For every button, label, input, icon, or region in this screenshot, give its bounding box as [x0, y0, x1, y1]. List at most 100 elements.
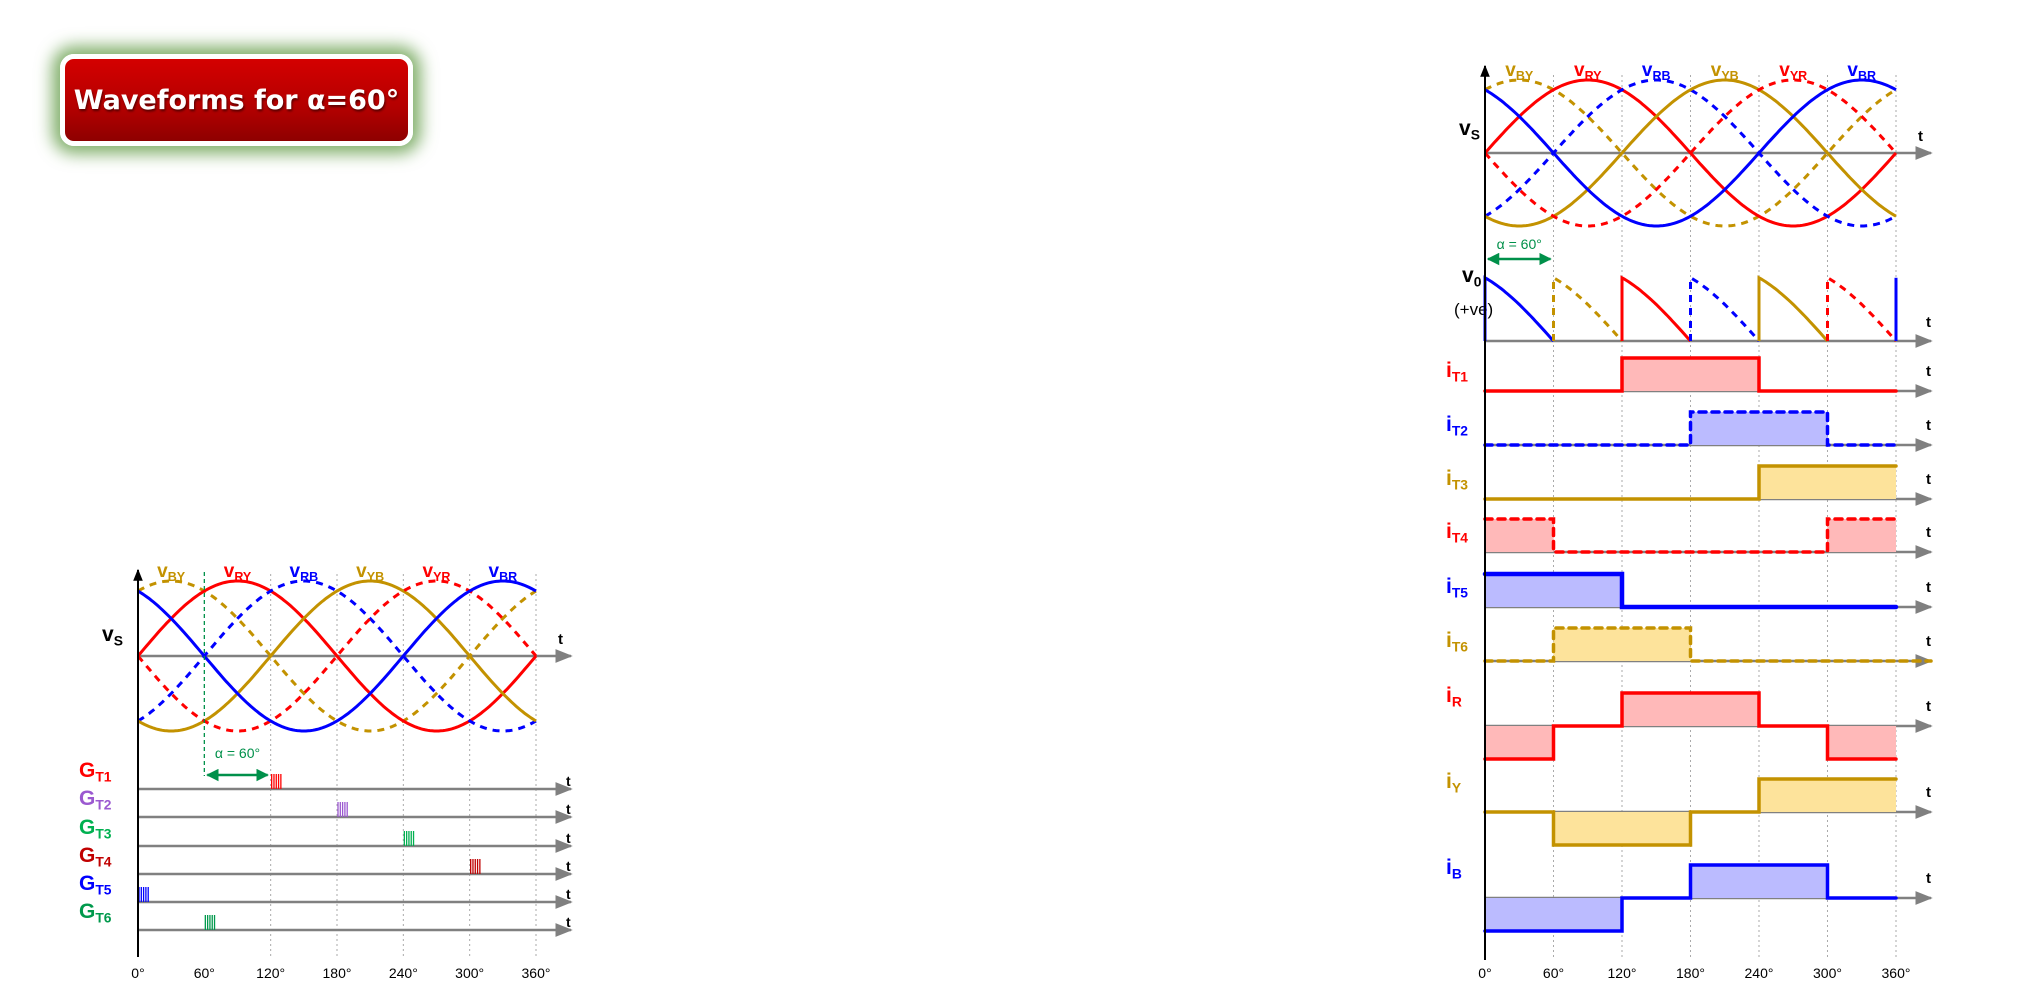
label-it1: iT1: [1446, 359, 1468, 385]
current-waveform-t2: [1483, 410, 1898, 447]
x-tick-label: 180°: [1676, 965, 1705, 981]
time-axis-label: t: [1926, 417, 1931, 434]
title-banner: Waveforms for α=60°: [60, 54, 413, 146]
time-axis-label: t: [1926, 870, 1931, 887]
x-tick-label: 60°: [1543, 965, 1564, 981]
x-tick-label: 120°: [256, 965, 285, 981]
current-waveform-b: [1483, 863, 1898, 933]
label-vry: vRY: [1574, 60, 1602, 83]
label-vrb: vRB: [1642, 60, 1671, 83]
label-gt6: GT6: [79, 900, 112, 926]
x-tick-label: 360°: [522, 965, 551, 981]
current-fill-t4: [1827, 519, 1896, 552]
time-axis-label: t: [1926, 579, 1931, 596]
current-fill-t3: [1759, 466, 1896, 499]
time-axis-label: t: [1926, 698, 1931, 715]
time-axis-label: t: [566, 886, 571, 902]
supply-voltage-plot: t: [1483, 78, 1933, 228]
label-vby: vBY: [1505, 60, 1534, 83]
current-fill-t4: [1485, 519, 1554, 552]
label-vby: vBY: [157, 561, 186, 584]
label-iy: iY: [1446, 770, 1462, 796]
x-tick-label: 60°: [194, 965, 215, 981]
vs-axis-label: vS: [102, 623, 123, 649]
alpha-label: α = 60°: [1497, 236, 1542, 252]
current-waveform-y: [1483, 777, 1898, 847]
label-vrb: vRB: [289, 561, 318, 584]
current-fill-r: [1485, 726, 1554, 759]
label-it5: iT5: [1446, 575, 1468, 601]
output-voltage-segment-br: [1483, 275, 1555, 343]
label-vyr: vYR: [1779, 60, 1807, 83]
current-waveform-t6: [1483, 626, 1933, 663]
label-it2: iT2: [1446, 413, 1468, 439]
output-voltage-segment-ry: [1620, 275, 1692, 343]
current-waveform-t3: [1483, 464, 1898, 501]
current-fill-y: [1759, 779, 1896, 812]
current-waveform-r: [1483, 691, 1898, 761]
label-gt4: GT4: [79, 844, 112, 870]
time-axis-label: t: [1926, 633, 1931, 650]
output-voltage-segment-by: [1552, 275, 1624, 343]
waveform-vyr: [1483, 78, 1898, 228]
x-tick-label: 240°: [389, 965, 418, 981]
alpha-label: α = 60°: [215, 745, 260, 761]
time-axis-label: t: [1918, 128, 1923, 145]
time-axis-label: t: [558, 631, 563, 648]
v0-polarity-note: (+ve): [1454, 300, 1493, 319]
x-tick-label: 240°: [1745, 965, 1774, 981]
current-fill-t1: [1622, 358, 1759, 391]
current-fill-t5: [1485, 574, 1622, 607]
label-vbr: vBR: [488, 561, 517, 584]
time-axis-label: t: [566, 801, 571, 817]
current-fill-r: [1827, 726, 1896, 759]
v0-axis-label: v0: [1462, 264, 1482, 290]
current-fill-b: [1485, 898, 1622, 931]
waveform-vbr: [1484, 78, 1897, 228]
current-fill-t6: [1553, 628, 1691, 661]
x-tick-label: 300°: [455, 965, 484, 981]
output-voltage-segment-rb: [1689, 275, 1761, 343]
label-vyb: vYB: [356, 561, 384, 584]
x-tick-label: 0°: [1478, 965, 1491, 981]
label-gt2: GT2: [79, 787, 112, 813]
label-vyr: vYR: [423, 561, 451, 584]
label-it3: iT3: [1446, 467, 1468, 493]
current-fill-y: [1553, 812, 1691, 845]
label-gt1: GT1: [79, 759, 112, 785]
current-waveform-t5: [1482, 571, 1899, 610]
label-it6: iT6: [1446, 629, 1468, 655]
label-gt3: GT3: [79, 816, 112, 842]
time-axis-label: t: [1926, 314, 1931, 331]
output-voltage-segment-yr: [1826, 275, 1898, 343]
label-ib: iB: [1446, 856, 1462, 882]
time-axis-label: t: [1926, 784, 1931, 801]
label-gt5: GT5: [79, 872, 112, 898]
label-ir: iR: [1446, 684, 1462, 710]
time-axis-label: t: [1926, 524, 1931, 541]
current-fill-t2: [1690, 412, 1828, 445]
time-axis-label: t: [566, 773, 571, 789]
current-fill-r: [1622, 693, 1759, 726]
x-tick-label: 360°: [1882, 965, 1911, 981]
current-waveform-t1: [1483, 356, 1898, 393]
x-tick-label: 300°: [1813, 965, 1842, 981]
time-axis-label: t: [566, 858, 571, 874]
time-axis-label: t: [1926, 363, 1931, 380]
x-tick-label: 120°: [1608, 965, 1637, 981]
time-axis-label: t: [566, 914, 571, 930]
x-tick-label: 180°: [323, 965, 352, 981]
label-vbr: vBR: [1847, 60, 1876, 83]
label-it4: iT4: [1446, 520, 1468, 546]
title-text: Waveforms for α=60°: [73, 84, 400, 116]
x-tick-label: 0°: [131, 965, 144, 981]
current-fill-b: [1690, 865, 1828, 898]
vs-axis-label: vS: [1459, 117, 1480, 143]
label-vyb: vYB: [1711, 60, 1739, 83]
supply-voltage-plot: t: [136, 579, 573, 733]
time-axis-label: t: [1926, 471, 1931, 488]
current-waveform-t4: [1483, 517, 1898, 554]
output-voltage-segment-yb: [1757, 275, 1829, 343]
time-axis-label: t: [566, 830, 571, 846]
